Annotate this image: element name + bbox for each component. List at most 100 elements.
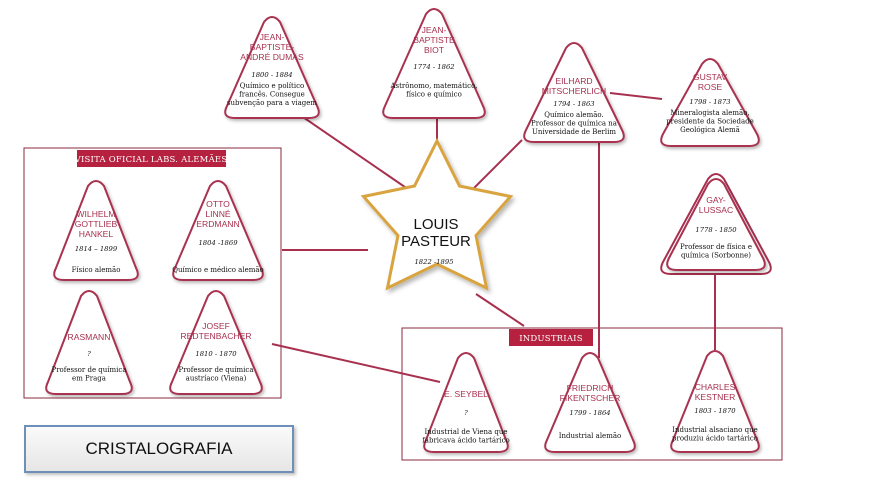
hankel-name-line-2: GOTTLIEB <box>75 219 118 229</box>
erdmann-dates: 1804 -1869 <box>198 239 238 247</box>
dumas-shape <box>224 16 320 119</box>
fikentscher-name-line-2: FIKENTSCHER <box>560 393 621 403</box>
dumas-desc-line-3: subvenção para a viagem <box>227 99 318 107</box>
industrial-label: INDUSTRIAIS <box>509 329 593 346</box>
biot-dates: 1774 - 1862 <box>413 63 454 71</box>
pasteur-dates: 1822 -1895 <box>414 258 453 266</box>
rose-name-line-2: ROSE <box>698 82 723 92</box>
fikentscher-desc-line-1: Industrial alemão <box>559 432 621 440</box>
kestner-dates: 1803 - 1870 <box>694 407 736 415</box>
industrial-label-text: INDUSTRIAIS <box>519 334 583 344</box>
pasteur-name-line-1: LOUIS <box>413 216 458 233</box>
fikentscher-shape <box>544 352 636 453</box>
biot-desc-line-1: Astrônomo, matemático, <box>389 82 477 90</box>
dumas-desc-line-1: Químico e político <box>240 82 304 90</box>
gaylussac-name-line-2: LUSSAC <box>699 205 733 215</box>
link-pasteur-industrial <box>475 293 525 327</box>
rasmann-name-line-1: RASMANN <box>68 332 111 342</box>
rasmann-shape <box>45 290 133 395</box>
kestner-name-line-2: KESTNER <box>695 392 736 402</box>
redtenbacher-dates: 1810 - 1870 <box>195 350 237 358</box>
biot-name-line-3: BIOT <box>424 45 445 55</box>
dumas-name-line-1: JEAN- <box>260 32 285 42</box>
rose-shape <box>660 58 760 147</box>
hankel-desc-line-1: Físico alemão <box>72 266 121 274</box>
kestner-name-line-1: CHARLES <box>695 382 736 392</box>
cristalografia-box: CRISTALOGRAFIA <box>24 425 294 473</box>
erdmann-shape <box>172 180 264 281</box>
mitscherlich-dates: 1794 - 1863 <box>553 100 594 108</box>
industrial-frame <box>401 327 783 461</box>
cristalografia-label: CRISTALOGRAFIA <box>85 439 233 458</box>
kestner-desc-line-2: produziu ácido tartárico <box>672 435 758 443</box>
pasteur-star <box>360 137 514 291</box>
rasmann-desc-line-2: em Praga <box>72 375 106 383</box>
rose-name-line-1: GUSTAV <box>693 72 727 82</box>
hankel-dates: 1814 – 1899 <box>75 245 118 253</box>
mitscherlich-desc-line-3: Universidade de Berlim <box>532 128 616 136</box>
rose-desc-line-1: Mineralogista alemão, <box>670 109 749 117</box>
biot-desc-line-2: físico e químico <box>406 91 462 99</box>
seybel-desc-line-1: Industrial de Viena que <box>424 428 507 436</box>
pasteur-node: LOUIS PASTEUR 1822 -1895 <box>360 137 514 291</box>
connectors <box>271 92 716 383</box>
gaylussac-desc-line-2: química (Sorbonne) <box>681 252 751 260</box>
pasteur-name-line-2: PASTEUR <box>401 233 471 250</box>
german-labs-label-bg <box>77 150 226 167</box>
hankel-shape <box>53 180 139 281</box>
german-labs-label-text: VISITA OFICIAL LABS. ALEMÃES <box>74 153 228 165</box>
erdmann-name-line-2: LINNÉ <box>205 209 231 219</box>
fikentscher-dates: 1799 - 1864 <box>569 409 610 417</box>
mitscherlich-name-line-1: EILHARD <box>555 76 592 86</box>
seybel-desc-line-2: fabricava ácido tartárico <box>422 437 510 445</box>
link-mitscherlich-rose <box>609 92 663 100</box>
mitscherlich-name-line-2: MITSCHERLICH <box>542 86 606 96</box>
kestner-desc-line-1: Industrial alsaciano que <box>672 426 757 434</box>
dumas-node: JEAN-BAPTISTE-ANDRÉ DUMAS 1800 - 1884Quím… <box>224 16 320 119</box>
dumas-dates: 1800 - 1884 <box>251 71 292 79</box>
seybel-node: E. SEYBEL?Industrial de Viena quefabrica… <box>422 352 510 453</box>
rasmann-dates: ? <box>87 350 91 358</box>
erdmann-name-line-3: ERDMANN <box>196 219 239 229</box>
industrial-label-bg <box>509 329 593 346</box>
gaylussac-dates: 1778 - 1850 <box>695 226 737 234</box>
kestner-shape <box>670 350 760 453</box>
dumas-desc-line-2: francês. Consegue <box>239 91 305 99</box>
redtenbacher-name-line-2: REDTENBACHER <box>180 331 251 341</box>
dumas-name-line-2: BAPTISTE- <box>250 42 295 52</box>
redtenbacher-desc-line-1: Professor de química <box>178 366 253 374</box>
biot-shape <box>382 8 486 119</box>
seybel-dates: ? <box>464 409 468 417</box>
redtenbacher-shape <box>169 290 263 395</box>
link-redtenbacher-seybel <box>271 343 441 383</box>
biot-name-line-1: JEAN- <box>422 25 447 35</box>
rasmann-desc-line-1: Professor de química <box>51 366 126 374</box>
gaylussac-desc-line-1: Professor de física e <box>680 243 752 251</box>
gaylussac-name-line-1: GAY- <box>706 195 726 205</box>
dumas-name-line-3: ANDRÉ DUMAS <box>240 52 304 62</box>
hankel-name-line-1: WILHELM <box>76 209 115 219</box>
mitscherlich-desc-line-1: Químico alemão. <box>544 111 603 119</box>
biot-name-line-2: BAPTISTE <box>413 35 455 45</box>
redtenbacher-name-line-1: JOSEF <box>202 321 230 331</box>
rose-desc-line-2: presidente da Sociedade <box>666 118 754 126</box>
seybel-shape <box>423 352 509 453</box>
erdmann-name-line-1: OTTO <box>206 199 230 209</box>
link-dumas-pasteur <box>299 114 419 197</box>
german-labs-label: VISITA OFICIAL LABS. ALEMÃES <box>74 150 228 167</box>
gaylussac-shape <box>666 178 766 271</box>
hankel-name-line-3: HANKEL <box>79 229 114 239</box>
fikentscher-name-line-1: FRIEDRICH <box>567 383 614 393</box>
erdmann-desc-line-1: Químico e médico alemão <box>172 266 264 274</box>
